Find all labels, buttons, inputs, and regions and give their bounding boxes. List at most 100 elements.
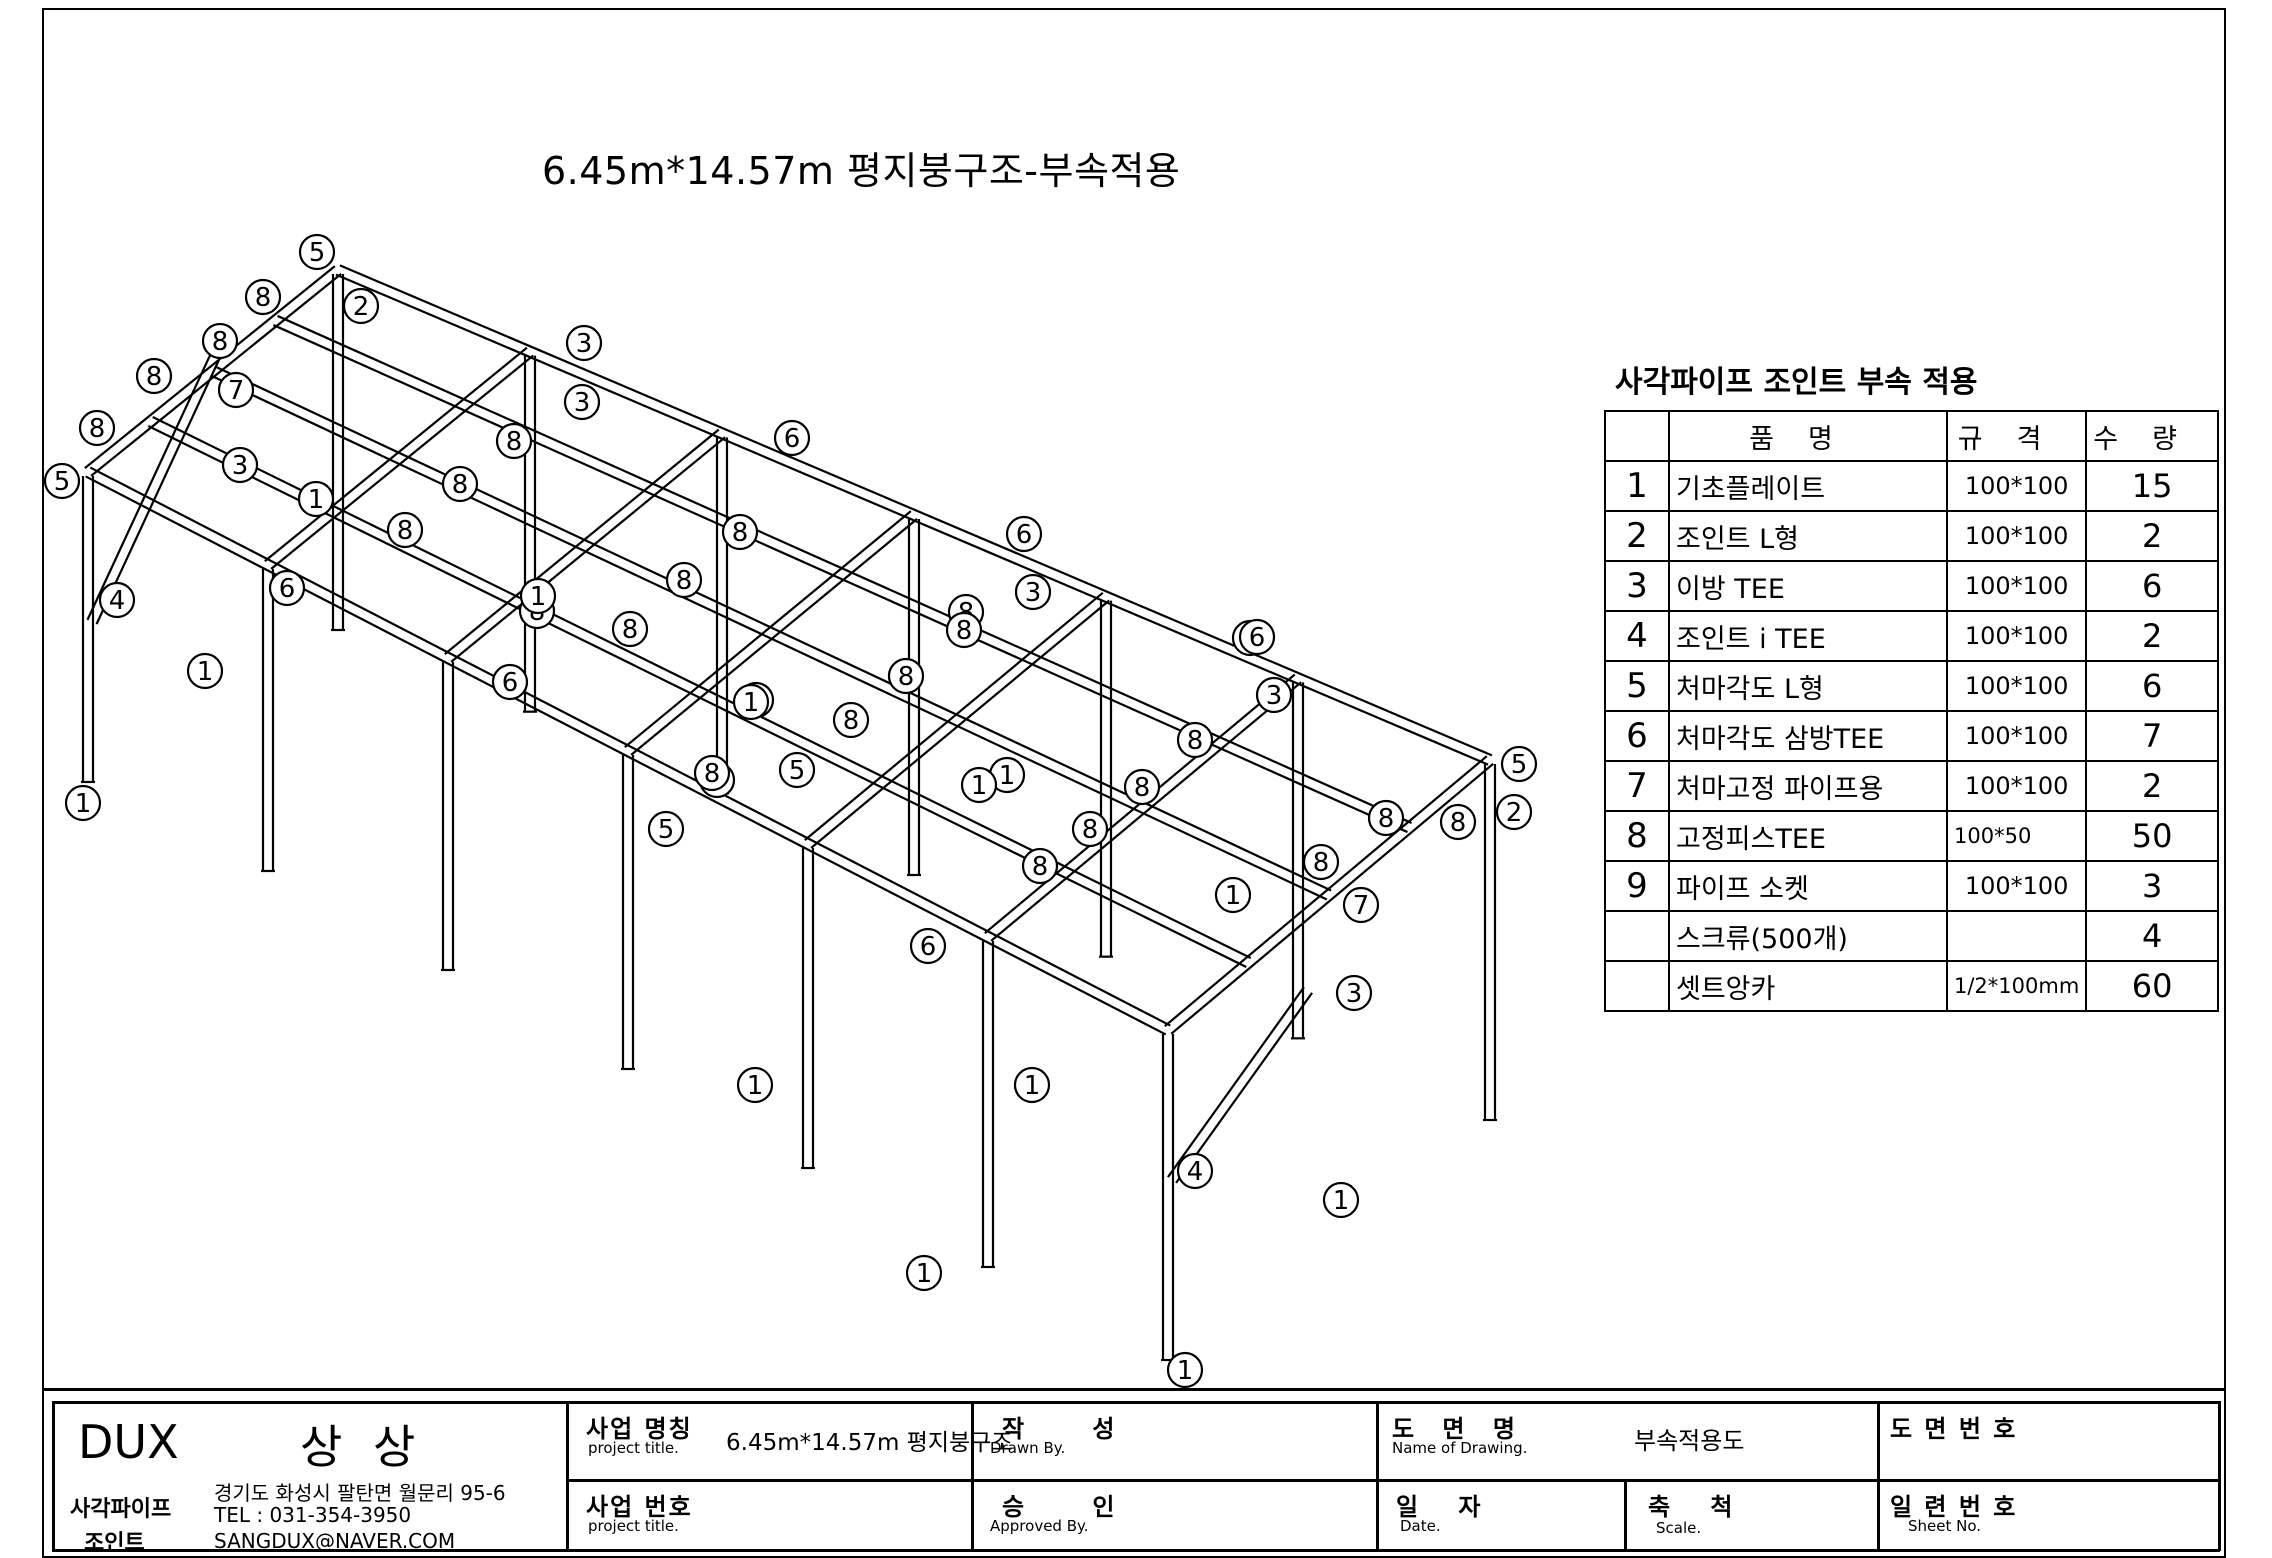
callout-label: 6 xyxy=(1249,623,1266,653)
callout-circle xyxy=(1014,573,1052,611)
drawing-name-label: 도 면 명 xyxy=(1392,1415,1525,1443)
callout-label: 1 xyxy=(999,761,1016,791)
header-spec: 규격 xyxy=(1945,410,2088,462)
pipe-member xyxy=(1167,986,1305,1178)
pipe-member xyxy=(335,273,1489,766)
drawn-by-label-en: Drawn By. xyxy=(990,1439,1066,1457)
part-callout: 3 xyxy=(565,324,603,362)
part-callout: 8 xyxy=(1302,843,1340,881)
part-no-cell xyxy=(1604,960,1670,1012)
callout-circle xyxy=(1500,745,1538,783)
callout-label: 8 xyxy=(1082,815,1099,845)
callout-label: 8 xyxy=(1187,726,1204,756)
callout-circle xyxy=(647,810,685,848)
drawing-no-label: 도 면 번 호 xyxy=(1890,1415,2018,1443)
callout-label: 1 xyxy=(916,1259,933,1289)
pipe-member xyxy=(810,599,1110,849)
callout-label: 3 xyxy=(1346,979,1363,1009)
callout-label: 8 xyxy=(1134,773,1151,803)
callout-label: 1 xyxy=(75,789,92,819)
callout-label: 1 xyxy=(1225,881,1242,911)
callout-circle xyxy=(135,357,173,395)
part-callout: 8 xyxy=(135,357,173,395)
company-email: SANGDUX@NAVER.COM xyxy=(214,1529,456,1553)
part-callout: 6 xyxy=(268,569,306,607)
callout-label: 1 xyxy=(1024,1071,1041,1101)
part-spec-cell: 1/2*100mm xyxy=(1945,960,2088,1012)
part-callout: 6 xyxy=(1005,515,1043,553)
pipe-member xyxy=(1175,992,1313,1184)
pipe-member xyxy=(804,591,1104,841)
project-no-label-en: project title. xyxy=(588,1517,679,1535)
callout-label: 8 xyxy=(452,470,469,500)
company-name: 상 상 xyxy=(300,1420,424,1474)
pipe-member xyxy=(630,518,918,756)
callout-label: 1 xyxy=(308,485,325,515)
callout-circle xyxy=(519,577,557,615)
sheet-no-label-en: Sheet No. xyxy=(1908,1517,1982,1535)
callout-circle xyxy=(778,751,816,789)
callout-label: 7 xyxy=(1353,891,1370,921)
drawing-name-value: 부속적용도 xyxy=(1634,1427,1745,1455)
part-callout: 1 xyxy=(905,1254,943,1292)
pipe-member xyxy=(214,365,1332,892)
part-callout: 8 xyxy=(1123,768,1161,806)
pipe-member xyxy=(450,436,726,663)
scale-label: 축 척 xyxy=(1648,1493,1749,1521)
drawing-title: 6.45m*14.57m 평지붕구조-부속적용 xyxy=(542,149,1181,193)
callout-circle xyxy=(960,766,998,804)
callout-label: 1 xyxy=(971,771,988,801)
pipe-member xyxy=(444,428,720,655)
part-no-cell: 8 xyxy=(1604,810,1670,862)
part-spec-cell: 100*100 xyxy=(1945,610,2088,662)
callout-label: 8 xyxy=(1313,848,1330,878)
pipe-member xyxy=(85,475,1167,1036)
part-callout: 8 xyxy=(1439,803,1477,841)
callout-label: 8 xyxy=(1378,804,1395,834)
company-brand: DUX xyxy=(78,1415,179,1469)
callout-circle xyxy=(297,480,335,518)
tb-divider xyxy=(52,1401,2220,1404)
pipe-member xyxy=(95,351,224,625)
part-spec-cell: 100*100 xyxy=(1945,510,2088,562)
callout-label: 6 xyxy=(920,932,937,962)
callout-circle xyxy=(244,278,282,316)
part-qty-cell: 2 xyxy=(2085,510,2219,562)
pipe-member xyxy=(277,314,1412,824)
part-callout: 1 xyxy=(732,683,770,721)
tb-divider xyxy=(1376,1401,1379,1551)
header-name: 품명 xyxy=(1668,410,1948,462)
tb-divider xyxy=(1624,1481,1627,1551)
callout-circle xyxy=(64,784,102,822)
pipe-member xyxy=(210,374,1328,901)
part-spec-cell: 100*100 xyxy=(1945,710,2088,762)
callout-label: 8 xyxy=(898,662,915,692)
part-callout: 8 xyxy=(945,611,983,649)
callout-circle xyxy=(905,1254,943,1292)
part-spec-cell: 100*100 xyxy=(1945,460,2088,512)
part-no-cell: 6 xyxy=(1604,710,1670,762)
callout-circle xyxy=(945,611,983,649)
pipe-member xyxy=(147,424,1247,968)
part-callout: 8 xyxy=(244,278,282,316)
callout-label: 7 xyxy=(228,376,245,406)
callout-circle xyxy=(495,422,533,460)
company-type-line1: 사각파이프 xyxy=(70,1497,172,1522)
callout-circle xyxy=(665,561,703,599)
project-name-value: 6.45m*14.57m 평지붕구조 xyxy=(726,1430,1013,1456)
callout-circle xyxy=(342,287,380,325)
callout-label: 6 xyxy=(502,668,519,698)
pipe-member xyxy=(990,681,1302,942)
project-name-label: 사업 명칭 xyxy=(586,1415,693,1443)
tb-divider xyxy=(2218,1401,2221,1551)
callout-circle xyxy=(909,927,947,965)
part-qty-cell: 3 xyxy=(2085,860,2219,912)
part-name-cell: 처마고정 파이프용 xyxy=(1668,760,1948,812)
date-label: 일 자 xyxy=(1396,1493,1497,1521)
part-callout: 1 xyxy=(519,577,557,615)
